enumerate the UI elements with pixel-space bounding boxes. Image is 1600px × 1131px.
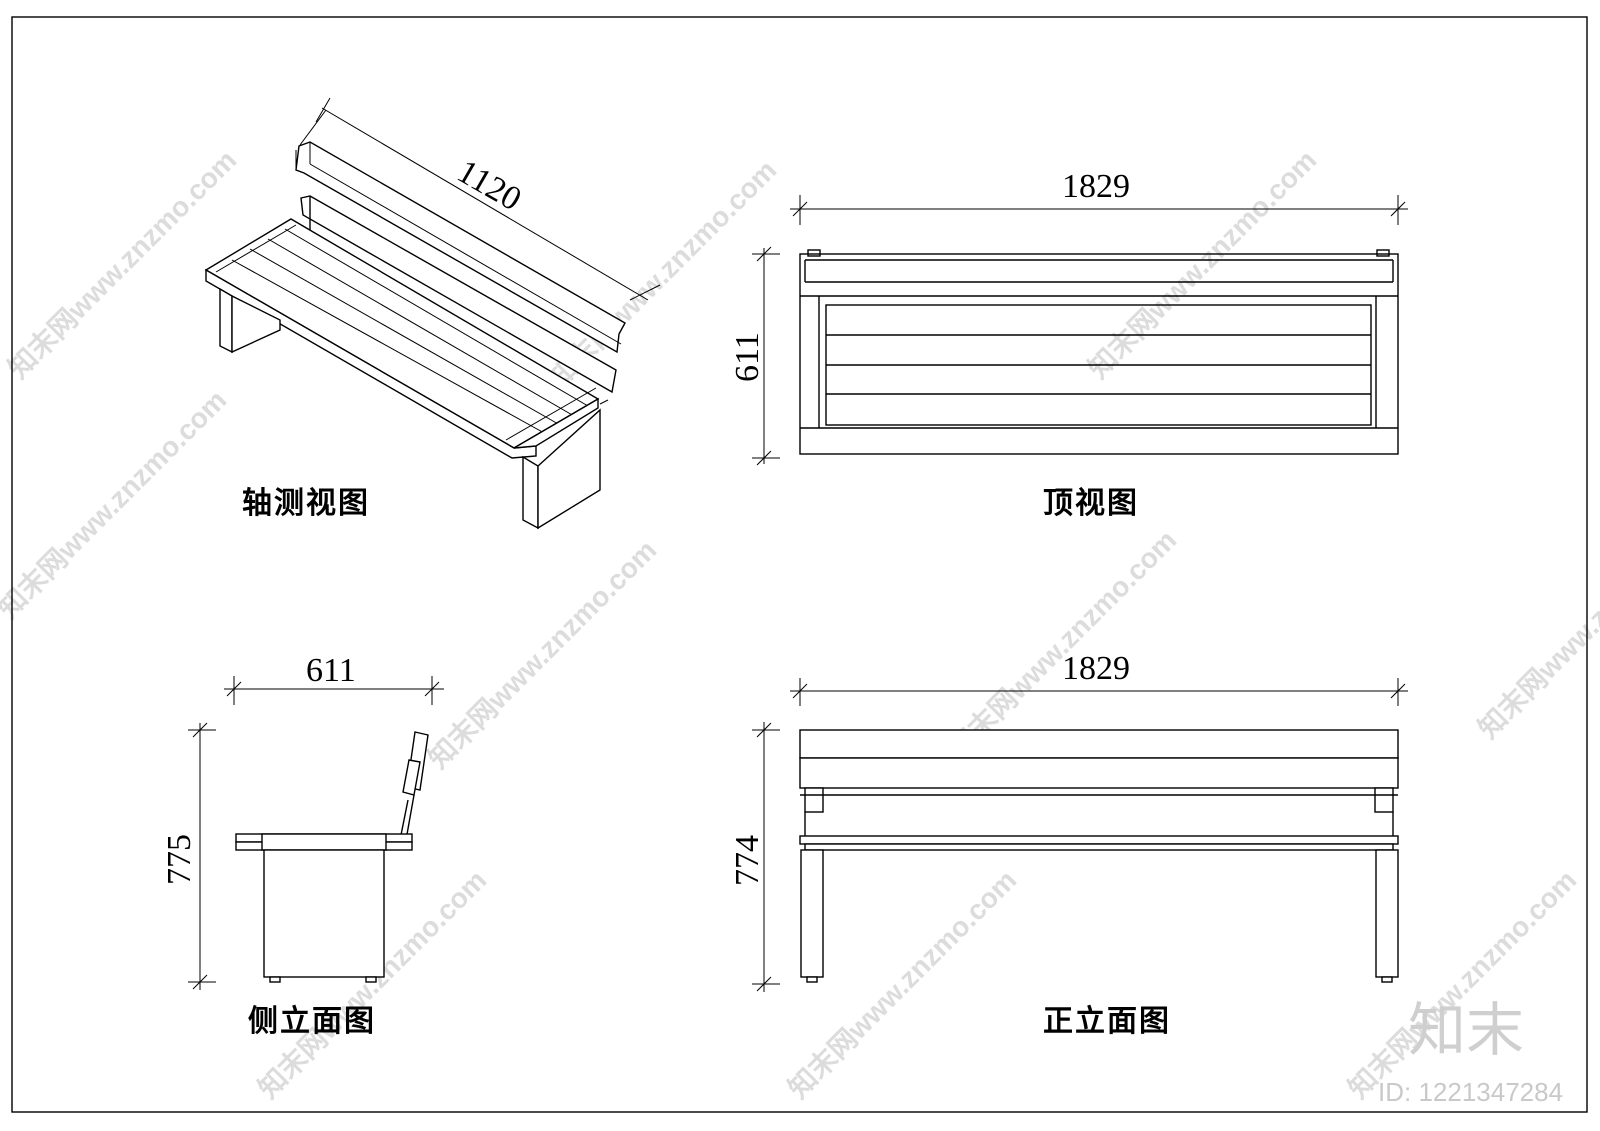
image-id: ID: 1221347284	[1378, 1077, 1563, 1107]
watermark-text: 知末网www.znzmo.com	[2, 143, 243, 384]
dim-length-label: 1120	[451, 153, 527, 218]
side-view: 611 775 侧立面图	[161, 652, 444, 1039]
sheet-border	[11, 16, 1588, 1113]
watermark-text: 知末网www.znzmo.com	[0, 383, 232, 624]
dim-top-width-label: 1829	[1062, 168, 1130, 205]
caption-top: 顶视图	[1043, 486, 1139, 521]
watermark-text: 知末网www.znzmo.com	[942, 523, 1183, 764]
dimension-side-width: 611	[224, 652, 444, 705]
caption-axonometric: 轴测视图	[242, 486, 370, 521]
top-view: 1829 611 顶视图	[729, 168, 1408, 521]
dim-side-width-label: 611	[306, 652, 356, 689]
watermark-text: 知末网www.znzmo.com	[422, 533, 663, 774]
dimension-front-height: 774	[729, 722, 780, 992]
watermark-text: 知末网www.znzmo.com	[1472, 503, 1600, 744]
axonometric-view: 1120 轴测视图	[204, 97, 661, 530]
caption-front: 正立面图	[1043, 1004, 1171, 1039]
dim-side-height-label: 775	[161, 834, 198, 885]
dim-top-depth-label: 611	[729, 332, 766, 382]
front-view: 1829 774 正立面图	[729, 650, 1408, 1039]
dimension-front-width: 1829	[790, 650, 1408, 706]
caption-side: 侧立面图	[248, 1004, 376, 1039]
dimension-top-depth: 611	[729, 246, 780, 466]
dim-front-height-label: 774	[729, 835, 766, 886]
brand-logo: 知末	[1408, 996, 1524, 1064]
dimension-top-width: 1829	[790, 168, 1408, 225]
dim-front-width-label: 1829	[1062, 650, 1130, 687]
dimension-side-height: 775	[161, 722, 216, 990]
